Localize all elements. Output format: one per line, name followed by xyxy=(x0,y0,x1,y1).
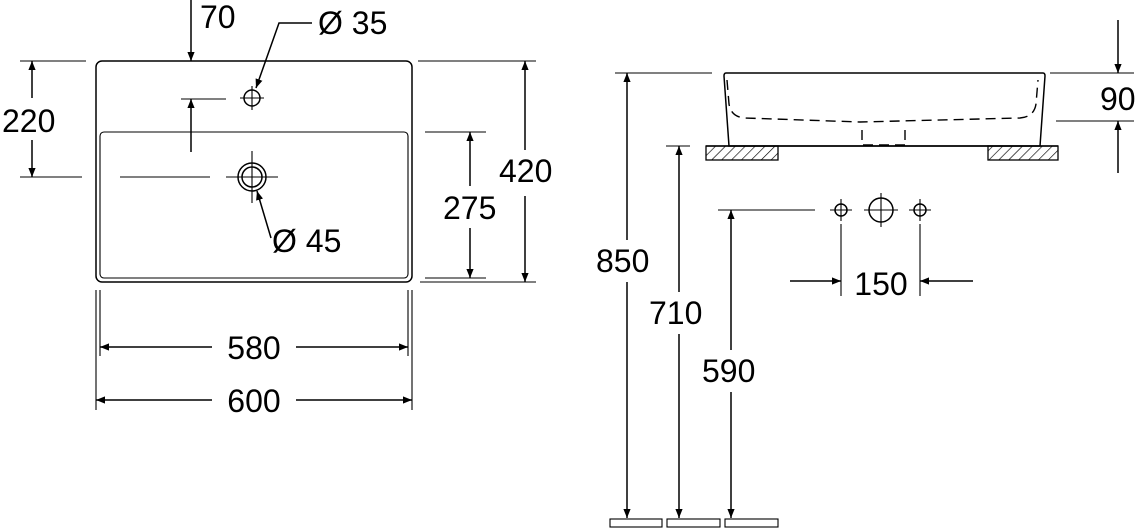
dimension-tap-height: 590 xyxy=(702,209,815,518)
dimension-tap-offset: 70 xyxy=(181,0,236,152)
dim-label-600: 600 xyxy=(227,383,280,419)
dim-label-drain-hole: Ø 45 xyxy=(272,223,341,259)
dim-label-90: 90 xyxy=(1100,81,1136,117)
floor-blocks xyxy=(609,518,779,528)
dimension-drain-from-top: 220 xyxy=(2,60,210,178)
dim-label-710: 710 xyxy=(649,295,702,331)
dimension-counter-height: 710 xyxy=(649,145,702,518)
dim-label-70: 70 xyxy=(200,0,236,35)
top-view: 70 Ø 35 Ø 45 220 420 xyxy=(2,0,552,419)
dimension-top-height: 850 xyxy=(596,72,712,518)
dim-label-275: 275 xyxy=(443,190,496,226)
drain-hidden xyxy=(861,130,906,146)
countertop xyxy=(705,145,1059,161)
dimension-tap-spacing: 150 xyxy=(790,224,973,302)
dimension-depth-inner: 275 xyxy=(425,131,496,279)
dimension-width-inner: 580 xyxy=(99,290,409,366)
dim-label-220: 220 xyxy=(2,103,55,139)
tap-hole xyxy=(240,86,264,110)
dim-label-150: 150 xyxy=(854,266,907,302)
side-view: 90 850 710 590 xyxy=(596,20,1136,528)
dim-label-580: 580 xyxy=(227,330,280,366)
drain-hole xyxy=(226,151,278,203)
dim-label-590: 590 xyxy=(702,353,755,389)
dimension-drain-hole: Ø 45 xyxy=(256,190,341,259)
dim-label-tap-hole: Ø 35 xyxy=(318,5,387,41)
dimension-depth-outer: 420 xyxy=(418,60,552,283)
dim-label-850: 850 xyxy=(596,243,649,279)
dimension-basin-height: 90 xyxy=(1050,20,1136,173)
dimension-width-outer: 600 xyxy=(95,290,413,419)
basin-profile xyxy=(723,72,1046,147)
basin-interior-hidden xyxy=(726,79,1039,123)
basin-outline-outer xyxy=(95,60,413,283)
basin-outline-inner xyxy=(99,131,409,279)
tap-holes xyxy=(830,193,931,227)
dimension-tap-hole: Ø 35 xyxy=(255,5,387,89)
dim-label-420: 420 xyxy=(499,153,552,189)
